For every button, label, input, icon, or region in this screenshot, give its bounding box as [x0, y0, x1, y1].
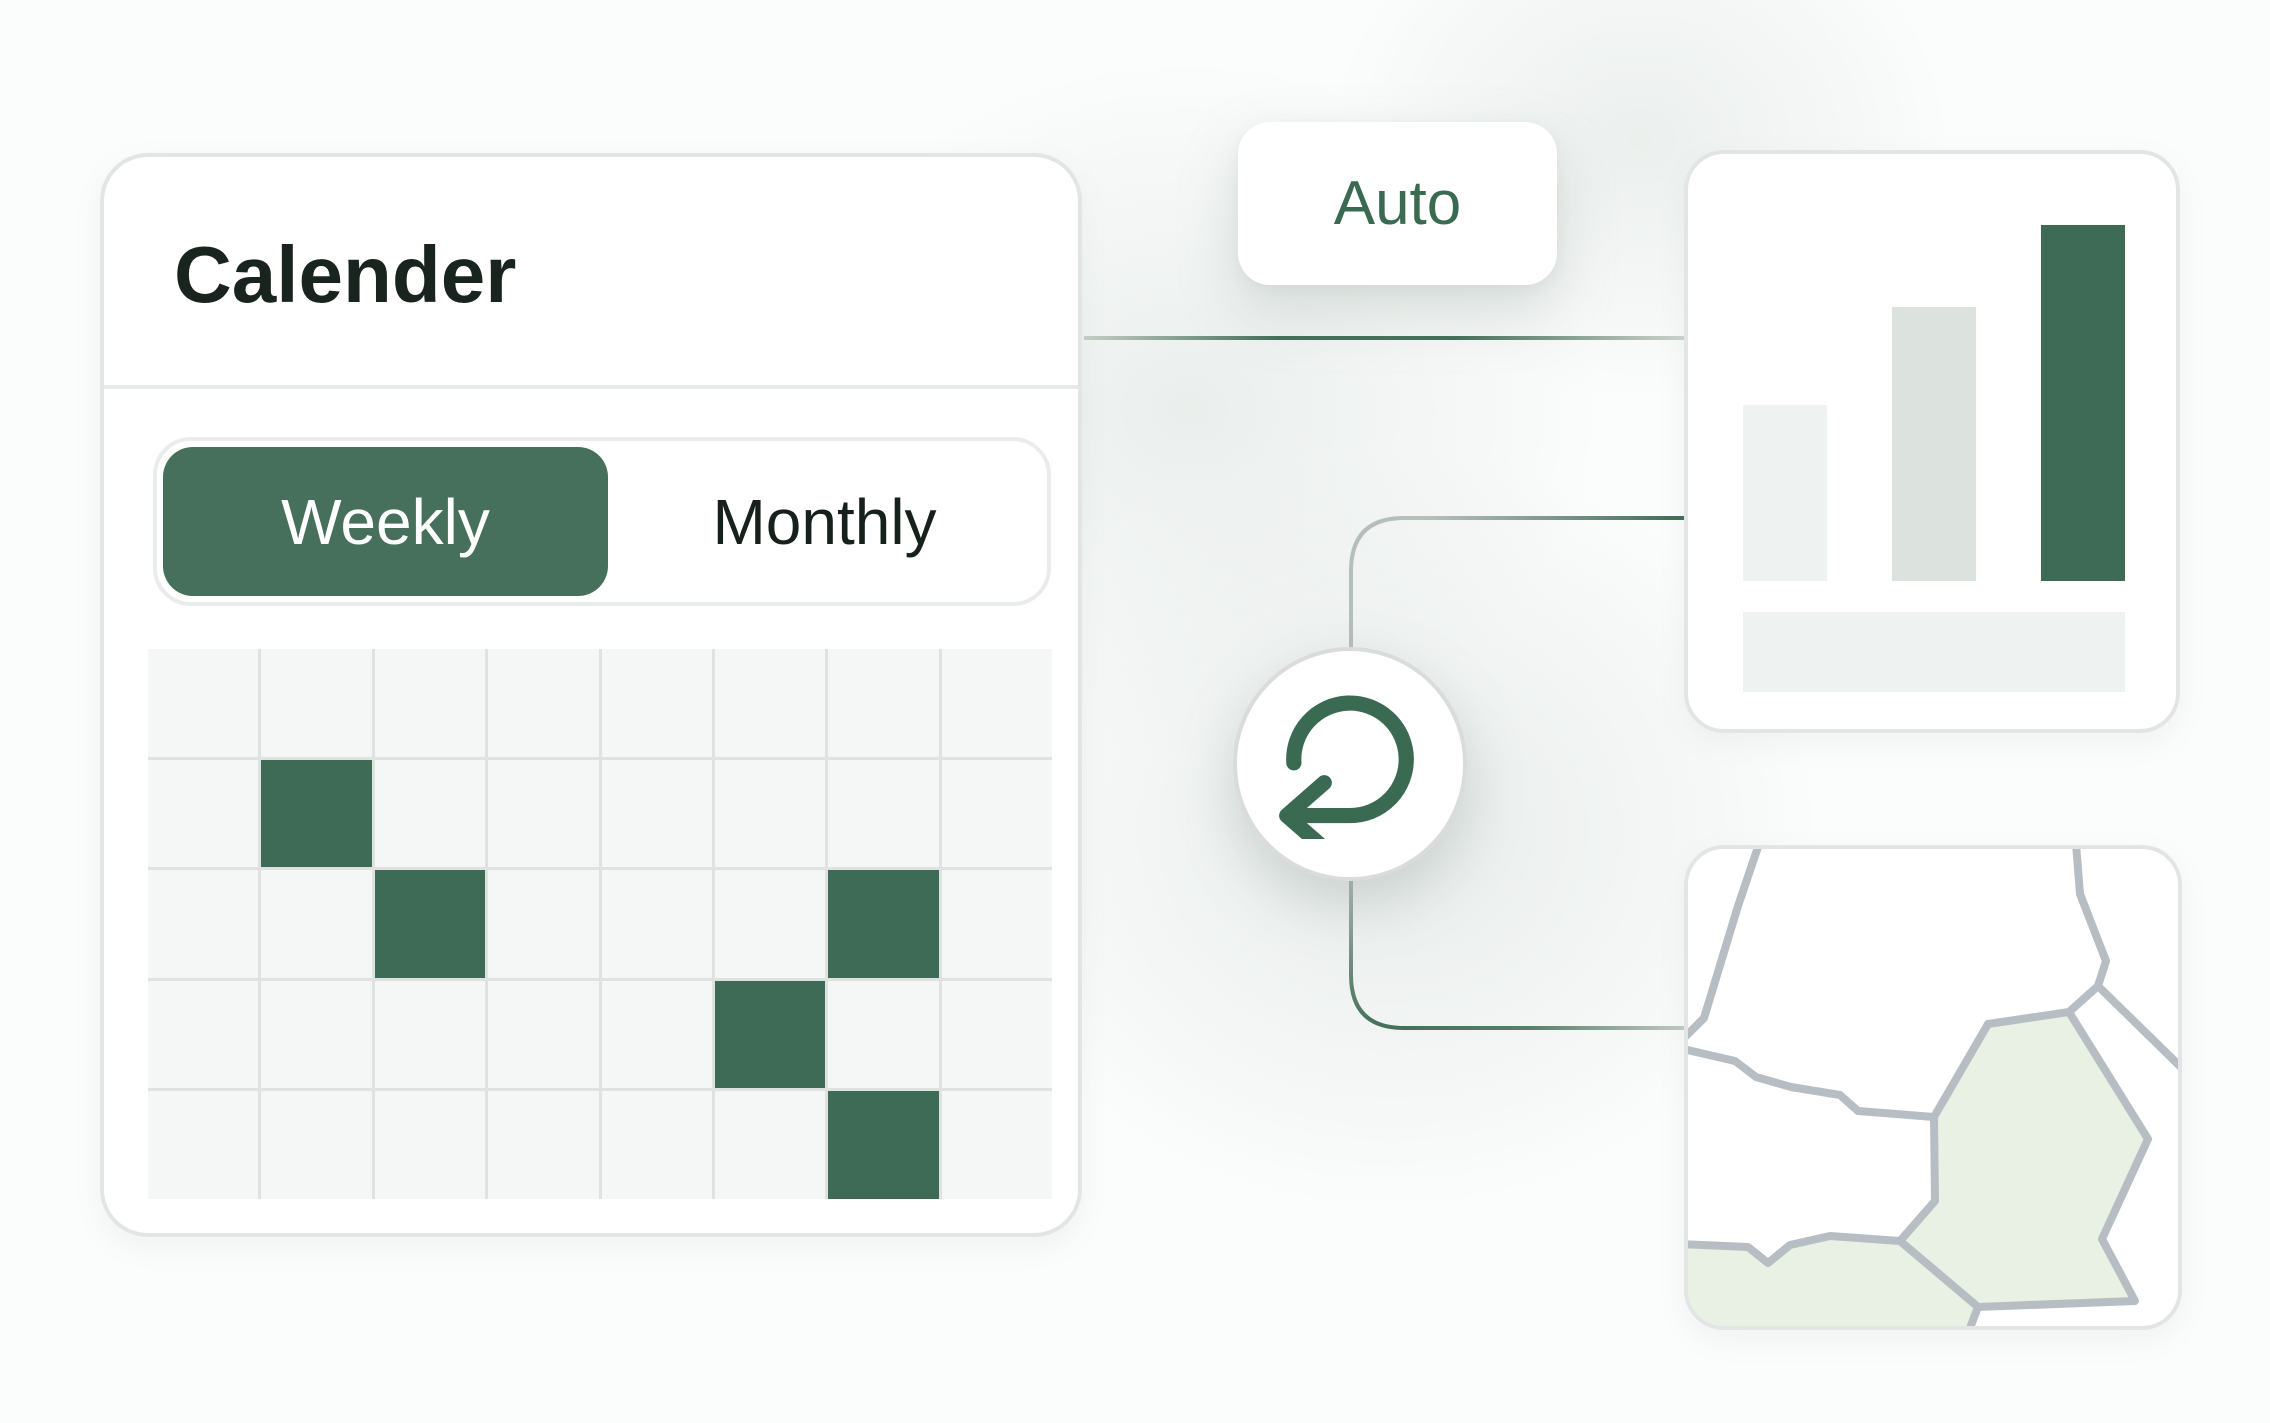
calendar-cell[interactable]: [941, 759, 1052, 868]
calendar-cell[interactable]: [828, 980, 939, 1089]
calendar-cell[interactable]: [601, 759, 712, 868]
refresh-button[interactable]: [1233, 647, 1467, 881]
map-border-line: [1688, 1046, 1938, 1121]
map-graphic: [1688, 849, 2178, 1326]
toggle-monthly-label: Monthly: [712, 485, 937, 558]
calendar-cell[interactable]: [261, 980, 372, 1089]
connector-chart-to-refresh: [1349, 516, 1686, 652]
calendar-cell[interactable]: [148, 980, 259, 1089]
calendar-cell[interactable]: [488, 980, 599, 1089]
calendar-cell-selected[interactable]: [374, 870, 486, 978]
auto-mode-label: Auto: [1333, 169, 1462, 238]
calendar-cell[interactable]: [488, 759, 599, 868]
calendar-cell[interactable]: [941, 649, 1052, 757]
calendar-grid: [148, 649, 1052, 1199]
calendar-cell[interactable]: [261, 649, 372, 757]
map-border-line: [1688, 849, 1762, 1040]
calendar-cell[interactable]: [828, 759, 939, 868]
calendar-cell[interactable]: [148, 870, 259, 978]
rotate-ccw-icon: [1279, 695, 1414, 839]
calendar-cell[interactable]: [261, 870, 372, 978]
map-border-line: [2094, 982, 2178, 1070]
calendar-cell-selected[interactable]: [828, 870, 939, 978]
calendar-cell[interactable]: [374, 759, 486, 868]
card-header-divider: [104, 385, 1078, 389]
chart-base-bar: [1743, 612, 2125, 692]
bar-chart-card: [1684, 150, 2180, 733]
calendar-cell[interactable]: [714, 870, 826, 978]
period-toggle: Weekly Monthly: [153, 437, 1051, 606]
toggle-monthly-button[interactable]: Monthly: [608, 447, 1041, 596]
chart-bar-1: [1743, 405, 1827, 581]
calendar-cell[interactable]: [941, 980, 1052, 1089]
calendar-cell-selected[interactable]: [828, 1091, 939, 1199]
calendar-cell[interactable]: [374, 649, 486, 757]
calendar-cell-selected[interactable]: [714, 980, 826, 1089]
calendar-cell-selected[interactable]: [261, 759, 372, 868]
calendar-cell[interactable]: [148, 759, 259, 868]
map-border-line: [2065, 849, 2110, 1016]
auto-mode-chip[interactable]: Auto: [1238, 122, 1557, 285]
calendar-cell[interactable]: [601, 870, 712, 978]
calendar-cell[interactable]: [488, 870, 599, 978]
map-region-highlighted: [1896, 1008, 2152, 1311]
calendar-cell[interactable]: [374, 1091, 486, 1199]
calendar-cell[interactable]: [601, 1091, 712, 1199]
map-card: [1684, 845, 2182, 1330]
toggle-weekly-label: Weekly: [281, 485, 490, 558]
calendar-cell[interactable]: [488, 1091, 599, 1199]
calendar-card: Calender Weekly Monthly: [100, 153, 1082, 1237]
calendar-cell[interactable]: [148, 1091, 259, 1199]
calendar-cell[interactable]: [601, 649, 712, 757]
calendar-cell[interactable]: [488, 649, 599, 757]
map-region-highlighted-bottom: [1688, 1232, 1982, 1326]
chart-bar-3: [2041, 225, 2125, 581]
calendar-cell[interactable]: [714, 649, 826, 757]
calendar-cell[interactable]: [828, 649, 939, 757]
calendar-cell[interactable]: [374, 980, 486, 1089]
chart-bar-2: [1892, 307, 1976, 581]
calendar-cell[interactable]: [941, 870, 1052, 978]
calendar-cell[interactable]: [261, 1091, 372, 1199]
calendar-cell[interactable]: [714, 759, 826, 868]
toggle-weekly-button[interactable]: Weekly: [163, 447, 608, 596]
connector-refresh-to-map-corner: [1349, 878, 1405, 1030]
calendar-cell[interactable]: [148, 649, 259, 757]
calendar-cell[interactable]: [601, 980, 712, 1089]
calendar-cell[interactable]: [714, 1091, 826, 1199]
calendar-card-title: Calender: [174, 230, 517, 319]
calendar-cell[interactable]: [941, 1091, 1052, 1199]
